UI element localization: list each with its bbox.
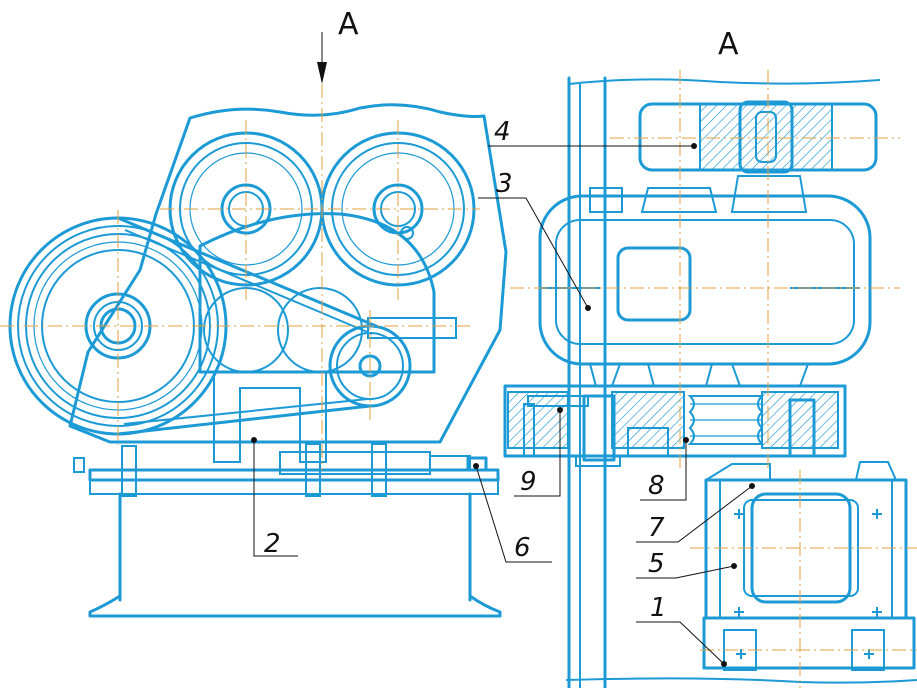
callout-3: 3 (478, 169, 591, 311)
svg-text:5: 5 (648, 549, 665, 579)
callout-2: 2 (251, 437, 298, 559)
callout-6: 6 (473, 463, 552, 563)
gearbox-housing (68, 103, 508, 444)
svg-text:8: 8 (648, 471, 665, 501)
svg-text:4: 4 (494, 117, 511, 147)
eccentric-housing (538, 175, 872, 387)
center-lines (0, 84, 480, 470)
shaft-bracket (367, 317, 457, 339)
flywheel-block (610, 100, 900, 174)
callout-8: 8 (640, 437, 689, 501)
view-a: A (503, 27, 917, 688)
base-frame (88, 468, 502, 618)
tension-screw (429, 455, 471, 471)
reduction-gear-cover (198, 212, 436, 374)
motor-bracket (565, 461, 917, 684)
spring-assembly (503, 384, 847, 467)
svg-text:9: 9 (520, 467, 537, 497)
svg-text:2: 2 (264, 529, 281, 559)
reducer-gear-a (203, 287, 289, 373)
callout-5: 5 (636, 549, 737, 579)
svg-text:3: 3 (496, 169, 513, 199)
svg-text:6: 6 (514, 533, 531, 563)
callouts: 4 3 2 6 9 8 (251, 117, 755, 667)
v-belt (116, 216, 378, 436)
front-view: A (0, 7, 508, 618)
view-arrow-label: A (338, 7, 359, 42)
svg-text:1: 1 (650, 593, 667, 623)
view-a-center-lines (510, 70, 917, 688)
callout-9: 9 (514, 407, 563, 497)
view-title: A (718, 27, 739, 62)
main-column (567, 76, 881, 688)
callout-7: 7 (636, 483, 755, 543)
view-arrow (317, 32, 327, 84)
svg-text:7: 7 (648, 513, 665, 543)
callout-4: 4 (488, 117, 697, 149)
callout-1: 1 (636, 593, 727, 667)
